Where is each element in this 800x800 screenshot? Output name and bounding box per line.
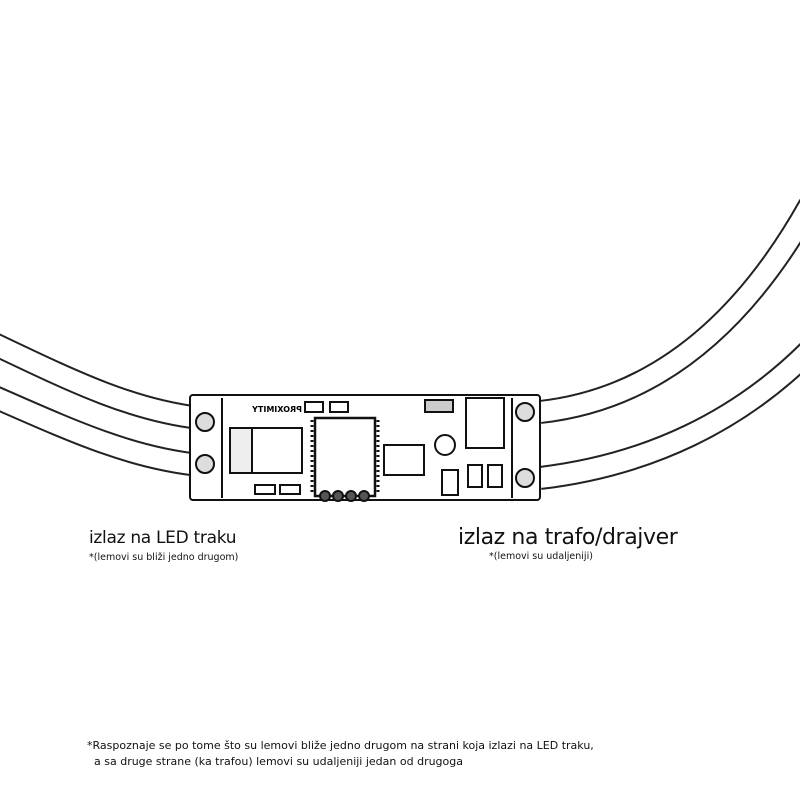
driver-output-label: izlaz na trafo/drajver bbox=[458, 525, 678, 550]
led-output-note: *(lemovi su bliži jedno drugom) bbox=[89, 552, 239, 563]
wire-right-top bbox=[538, 199, 800, 424]
pcb-silkscreen-label: PROXIMITY bbox=[252, 405, 302, 414]
pcb-board bbox=[189, 394, 541, 502]
footnote-line-1: *Raspoznaje se po tome što su lemovi bli… bbox=[87, 739, 594, 752]
wire-left-bottom bbox=[0, 386, 202, 477]
wire-left-top bbox=[0, 333, 202, 430]
driver-output-note: *(lemovi su udaljeniji) bbox=[489, 551, 593, 562]
led-output-label: izlaz na LED traku bbox=[89, 528, 237, 548]
footnote-line-2: a sa druge strane (ka trafou) lemovi su … bbox=[94, 755, 463, 768]
wire-right-bottom bbox=[538, 342, 800, 490]
